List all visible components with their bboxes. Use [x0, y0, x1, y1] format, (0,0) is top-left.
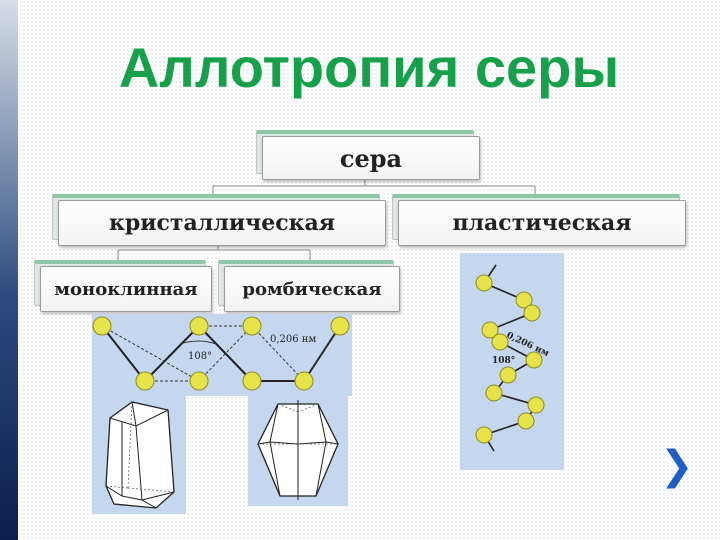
chain-structure-panel: 0,206 нм 108° — [460, 253, 564, 470]
chain-structure-figure: 0,206 нм 108° — [475, 264, 551, 452]
chain-angle-label: 108° — [492, 356, 515, 366]
rhombic-crystal-panel — [248, 396, 348, 506]
monoclinic-crystal-panel — [92, 396, 186, 514]
root-node-label: сера — [262, 136, 480, 180]
monoclinic-crystal-icon — [105, 401, 175, 509]
left-decorative-bar — [0, 0, 18, 540]
node-monoclinic: моноклинная — [34, 260, 212, 312]
ring-bond-length-label: 0,206 нм — [270, 334, 316, 345]
ring-angle-label: 108° — [188, 351, 212, 362]
next-slide-chevron-right-icon[interactable]: ❯ — [660, 443, 694, 489]
node-rhombic: ромбическая — [218, 260, 400, 312]
branch-crystalline-label: кристаллическая — [58, 200, 386, 246]
branch-crystalline: кристаллическая — [52, 194, 386, 246]
branch-plastic: пластическая — [392, 194, 686, 246]
root-node: сера — [256, 130, 480, 180]
rhombic-crystal-icon — [257, 400, 339, 500]
slide-title: Аллотропия серы — [118, 36, 620, 99]
branch-plastic-label: пластическая — [398, 200, 686, 246]
node-rhombic-label: ромбическая — [224, 266, 400, 312]
ring-structure-figure: 108° 0,206 нм — [92, 316, 350, 391]
node-monoclinic-label: моноклинная — [40, 266, 212, 312]
ring-structure-panel: 108° 0,206 нм — [92, 314, 352, 396]
